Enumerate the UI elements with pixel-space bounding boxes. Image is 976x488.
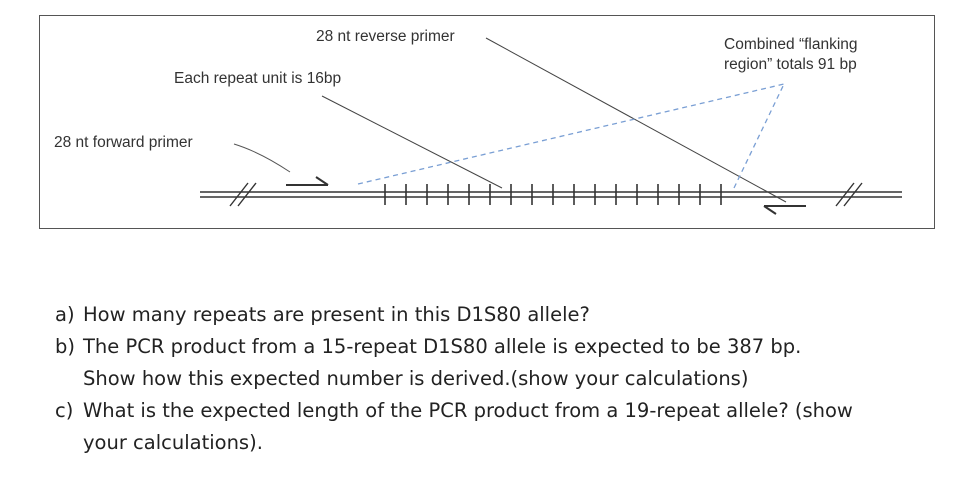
question-b-label: b) [55,335,75,358]
repeat-ticks [384,184,722,205]
break-mark-right-2 [843,182,863,207]
flanking-dashed-left [357,83,785,185]
question-a-text: How many repeats are present in this D1S… [83,303,590,326]
question-b-line2: Show how this expected number is derived… [83,367,749,390]
repeat-unit-leader [321,95,503,189]
reverse-primer-label: 28 nt reverse primer [316,28,455,45]
dna-diagram: 28 nt reverse primer Each repeat unit is… [39,15,935,229]
forward-primer-label: 28 nt forward primer [54,134,193,151]
question-c-line2: your calculations). [83,431,263,454]
question-b: b) The PCR product from a 15-repeat D1S8… [55,331,955,395]
question-b-line1: The PCR product from a 15-repeat D1S80 a… [83,335,802,358]
question-c-label: c) [55,399,74,422]
forward-primer-arrow [286,176,329,186]
diagram-drawing [200,37,902,215]
break-mark-left-1 [229,182,249,207]
flanking-label-line1: Combined “flanking [724,36,858,53]
flanking-label-line2: region” totals 91 bp [724,56,857,73]
reverse-primer-leader [485,37,787,203]
question-a-label: a) [55,303,75,326]
flanking-dashed-right [733,83,785,189]
question-c: c) What is the expected length of the PC… [55,395,955,459]
question-c-line1: What is the expected length of the PCR p… [83,399,853,422]
question-a: a) How many repeats are present in this … [55,299,955,331]
repeat-unit-label: Each repeat unit is 16bp [174,70,342,87]
break-mark-left-2 [237,182,257,207]
question-list: a) How many repeats are present in this … [55,299,955,459]
flanking-region-label: Combined “flanking region” totals 91 bp [724,35,858,75]
break-mark-right-1 [835,182,855,207]
forward-primer-leader [233,143,291,173]
reverse-primer-arrow [763,205,806,215]
